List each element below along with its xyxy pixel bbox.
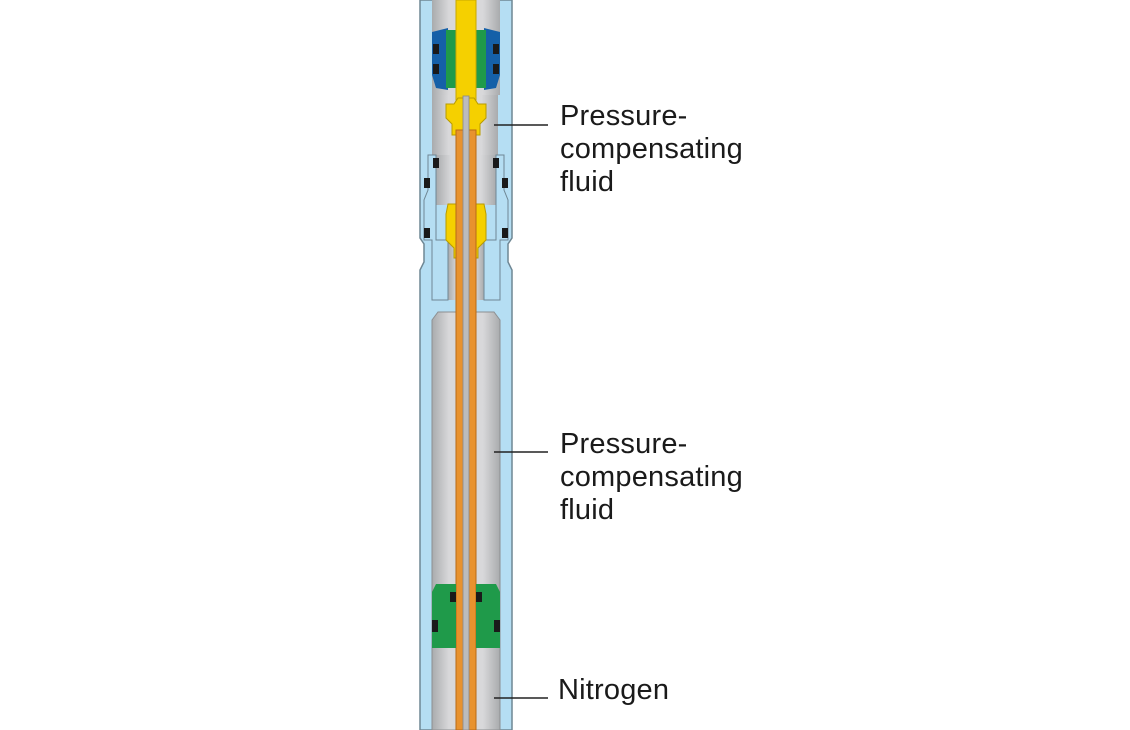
connector-sleeve-right	[483, 154, 509, 301]
o-ring-8	[502, 178, 508, 188]
label-lower-fluid-line2: compensating	[560, 461, 743, 493]
upper-seal-green-left	[446, 30, 456, 88]
label-lower-fluid-line1: Pressure-	[560, 428, 688, 460]
connector-sleeve	[423, 154, 449, 301]
upper-seal	[432, 28, 448, 90]
label-nitrogen-text: Nitrogen	[558, 674, 670, 706]
o-ring-12	[494, 620, 500, 632]
orange-tube-core	[462, 95, 470, 730]
upper-seal-right	[484, 28, 500, 90]
label-nitrogen: Nitrogen	[558, 674, 669, 707]
label-lower-fluid-line3: fluid	[560, 494, 615, 526]
o-ring-9	[424, 228, 430, 238]
o-ring-2	[493, 44, 499, 54]
label-upper-fluid-line2: compensating	[560, 133, 743, 165]
yellow-rod	[455, 0, 477, 101]
o-ring-6	[493, 158, 499, 168]
label-upper-fluid: Pressure- compensating fluid	[560, 100, 743, 199]
label-upper-fluid-line3: fluid	[560, 166, 615, 198]
upper-seal-green-right	[476, 30, 486, 88]
label-upper-fluid-line1: Pressure-	[560, 100, 688, 132]
o-ring-5	[433, 158, 439, 168]
o-ring-3	[433, 64, 439, 74]
o-ring-1	[433, 44, 439, 54]
o-ring-14	[476, 592, 482, 602]
o-ring-10	[502, 228, 508, 238]
o-ring-4	[493, 64, 499, 74]
o-ring-13	[450, 592, 456, 602]
label-lower-fluid: Pressure- compensating fluid	[560, 428, 743, 527]
o-ring-7	[424, 178, 430, 188]
o-ring-11	[432, 620, 438, 632]
